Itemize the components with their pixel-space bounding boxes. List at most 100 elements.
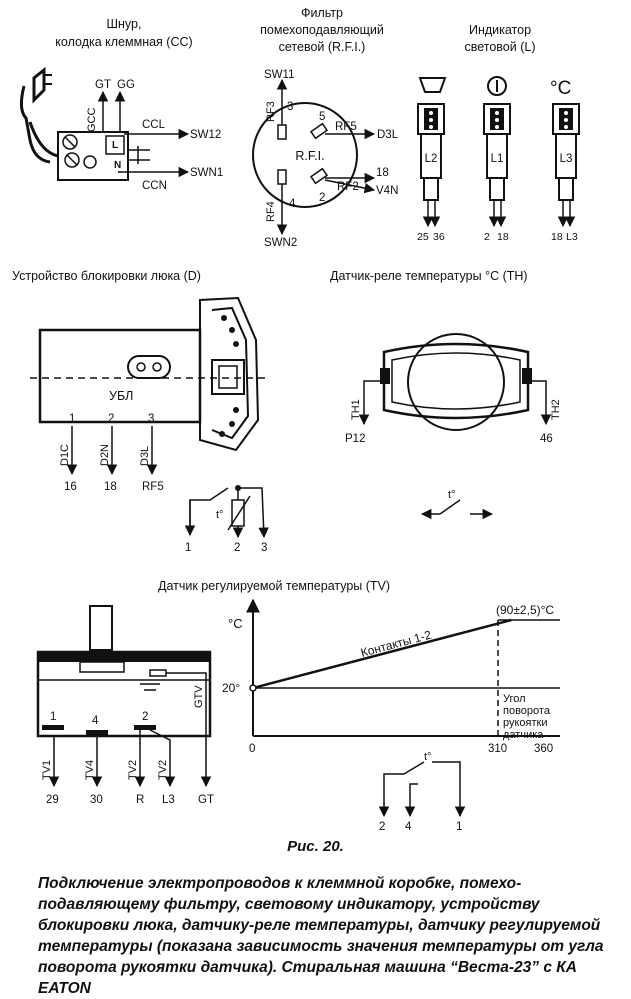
th-schematic: t° xyxy=(420,489,494,520)
lock-hook xyxy=(199,296,260,452)
lock-schematic-2: 2 xyxy=(234,542,240,554)
chart-y-tick-20: 20° xyxy=(222,681,240,695)
lamp-l3-label: L3 xyxy=(560,153,573,165)
rfi-label-rf3: RF3 xyxy=(265,101,277,122)
chart-x-tick-310: 310 xyxy=(488,743,507,755)
chart-xlabel-line-3: рукоятки xyxy=(503,717,548,729)
rfi-label-v4n: V4N xyxy=(376,185,398,197)
lamp-l1-wire-1: 2 xyxy=(484,231,490,243)
th-end-p12: P12 xyxy=(345,433,365,445)
chart-xlabel-line-4: датчика xyxy=(503,729,544,741)
lamp-l2-wire-1: 25 xyxy=(417,231,429,243)
tv-wire-tv2-b: TV2 xyxy=(157,760,169,780)
tv-pin-4: 4 xyxy=(92,715,99,727)
rfi-label-sw11: SW11 xyxy=(264,69,294,81)
rfi-label-d3l: D3L xyxy=(377,129,399,141)
lock-end-rf5: RF5 xyxy=(142,481,164,493)
chart-x-tick-360: 360 xyxy=(534,743,553,755)
tv-end-l3: L3 xyxy=(162,794,175,806)
lock-pin-3: 3 xyxy=(148,413,154,425)
th-schematic-t: t° xyxy=(448,489,455,501)
door-lock-section: Устройство блокировки люка (D) УБЛ 1 2 3… xyxy=(12,269,269,554)
lock-schematic-1: 1 xyxy=(185,542,191,554)
lamp-l2-wire-2: 36 xyxy=(433,231,445,243)
lamp-l2-label: L2 xyxy=(425,153,438,165)
lock-label: УБЛ xyxy=(109,389,133,403)
lamp-l1-label: L1 xyxy=(491,153,504,165)
tv-wire-tv2-a: TV2 xyxy=(127,760,139,780)
lock-end-16: 16 xyxy=(64,481,77,493)
tv-end-gt: GT xyxy=(198,794,214,806)
tv-schematic-t: t° xyxy=(424,751,431,763)
rfi-title-3: сетевой (R.F.I.) xyxy=(279,40,366,54)
rfi-label-rf2: RF2 xyxy=(337,181,359,193)
chart-xlabel-line-1: Угол xyxy=(503,693,526,705)
rfi-label-3: 3 xyxy=(287,101,293,113)
rfi-center-label: R.F.I. xyxy=(295,149,324,163)
tv-pin-2: 2 xyxy=(142,711,148,723)
wash-tub-icon xyxy=(418,77,447,93)
cc-label-gg: GG xyxy=(117,79,135,91)
cc-label-ccn: CCN xyxy=(142,180,167,192)
lamp-l3-wire-1: 18 xyxy=(551,231,563,243)
cc-label-gt: GT xyxy=(95,79,111,91)
th-body xyxy=(382,342,530,420)
tv-schematic-2: 2 xyxy=(379,821,385,833)
chart-start-point xyxy=(249,684,257,692)
degree-celsius-icon: °C xyxy=(550,78,571,99)
lock-schematic: t° 1 2 3 xyxy=(184,485,269,554)
rfi-label-rf4: RF4 xyxy=(265,201,277,222)
cc-title-2: колодка клеммная (CC) xyxy=(55,35,192,49)
lock-wire-d3l: D3L xyxy=(139,446,151,466)
tv-end-r: R xyxy=(136,794,144,806)
tv-wire-gtv: GTV xyxy=(193,685,205,708)
cc-label-n: N xyxy=(114,160,121,171)
lock-wire-d2n: D2N xyxy=(99,444,111,466)
thermo-relay-section: Датчик-реле температуры °C (TH) TH1 TH2 … xyxy=(330,269,562,520)
cc-title-1: Шнур, xyxy=(107,17,142,31)
lamp-l3-wire-2: L3 xyxy=(566,231,578,243)
chart-y-label: °C xyxy=(228,616,243,631)
tv-wire-tv1: TV1 xyxy=(41,760,53,780)
rfi-label-4: 4 xyxy=(289,198,296,210)
tv-shaft xyxy=(89,605,113,651)
figure-label: Рис. 20. xyxy=(287,838,344,855)
tv-end-30: 30 xyxy=(90,794,103,806)
th-end-46: 46 xyxy=(540,433,553,445)
rfi-label-rf5: RF5 xyxy=(335,121,357,133)
cc-terminal-block xyxy=(57,131,129,181)
tv-end-29: 29 xyxy=(46,794,59,806)
cc-label-ccl: CCL xyxy=(142,119,166,131)
th-title: Датчик-реле температуры °C (TH) xyxy=(330,269,528,283)
indicator-section: Индикатор световой (L) °C L2 25 36 L1 xyxy=(417,23,580,243)
lamp-l1-wire-2: 18 xyxy=(497,231,509,243)
rfi-body xyxy=(252,102,358,208)
lock-end-18: 18 xyxy=(104,481,117,493)
cc-label-gcc: GCC xyxy=(86,108,98,133)
lock-schematic-3: 3 xyxy=(261,542,267,554)
tv-pin-1: 1 xyxy=(50,711,56,723)
tv-wire-tv4: TV4 xyxy=(84,760,96,780)
chart-series-line xyxy=(252,618,512,690)
lock-title: Устройство блокировки люка (D) xyxy=(12,269,201,283)
tv-chart: °C 20° 0 310 360 (90±2,5)°C Контакты 1-2… xyxy=(222,598,560,755)
rfi-title-1: Фильтр xyxy=(301,6,343,20)
lock-body xyxy=(38,328,202,424)
cc-label-swn1: SWN1 xyxy=(190,167,223,179)
rfi-title-2: помехоподавляющий xyxy=(260,23,384,37)
lock-wire-d1c: D1C xyxy=(59,444,71,466)
chart-annotation: (90±2,5)°C xyxy=(496,603,554,617)
th-wire-th2: TH2 xyxy=(550,399,562,420)
lock-schematic-t: t° xyxy=(216,509,223,521)
rfi-label-2: 2 xyxy=(319,192,325,204)
lamp-l1: L1 2 18 xyxy=(483,103,511,243)
power-on-icon xyxy=(487,76,507,96)
rfi-label-5: 5 xyxy=(319,111,325,123)
cc-terminal-block-section: Шнур, колодка клеммная (CC) GT GG GCC CC… xyxy=(19,17,223,192)
th-wire-th1: TH1 xyxy=(350,399,362,420)
tv-sensor-section: Датчик регулируемой температуры (TV) 1 4… xyxy=(36,579,466,833)
chart-series-name: Контакты 1-2 xyxy=(359,628,433,660)
power-cord xyxy=(19,85,51,164)
tv-title: Датчик регулируемой температуры (TV) xyxy=(158,579,390,593)
